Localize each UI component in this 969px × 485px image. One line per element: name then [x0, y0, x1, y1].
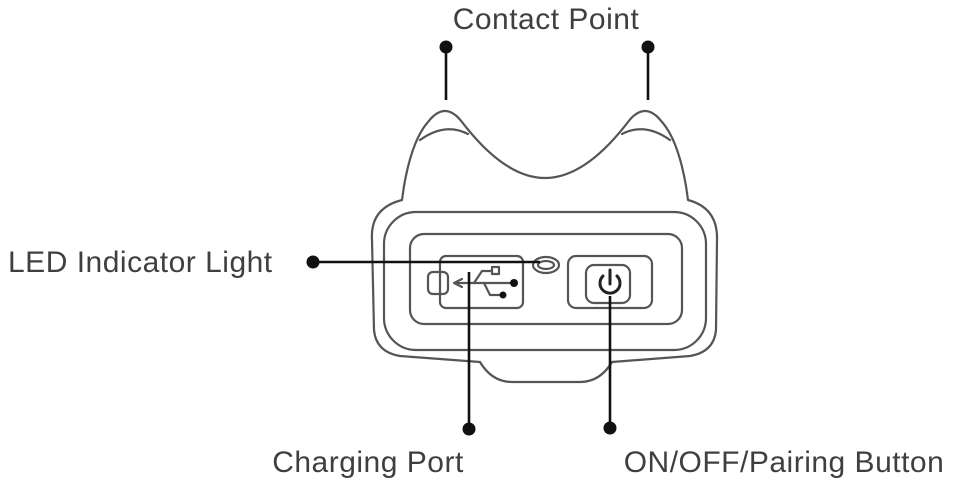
leader-power-button — [603, 296, 617, 435]
right-prong-contour — [620, 128, 672, 142]
leader-charging-port — [462, 272, 476, 436]
leader-contact-point-right — [641, 40, 655, 100]
control-panel — [408, 232, 684, 326]
charging-port-tab — [426, 270, 450, 296]
label-led-indicator-light: LED Indicator Light — [8, 246, 273, 279]
usb-icon — [452, 265, 518, 299]
power-icon — [598, 268, 622, 295]
front-face-panel — [382, 210, 708, 352]
led-indicator-light — [531, 255, 561, 275]
leader-led-indicator — [306, 255, 540, 269]
leader-contact-point-left — [439, 40, 453, 100]
left-prong-contour — [418, 128, 470, 142]
charging-port[interactable] — [426, 254, 525, 310]
power-button-key — [584, 263, 632, 305]
label-contact-point: Contact Point — [453, 3, 640, 36]
label-charging-port: Charging Port — [272, 446, 464, 479]
label-power-button: ON/OFF/Pairing Button — [624, 446, 945, 479]
device-outer-shell — [370, 109, 719, 384]
device-body — [370, 109, 719, 384]
charging-port-cover — [438, 254, 525, 310]
